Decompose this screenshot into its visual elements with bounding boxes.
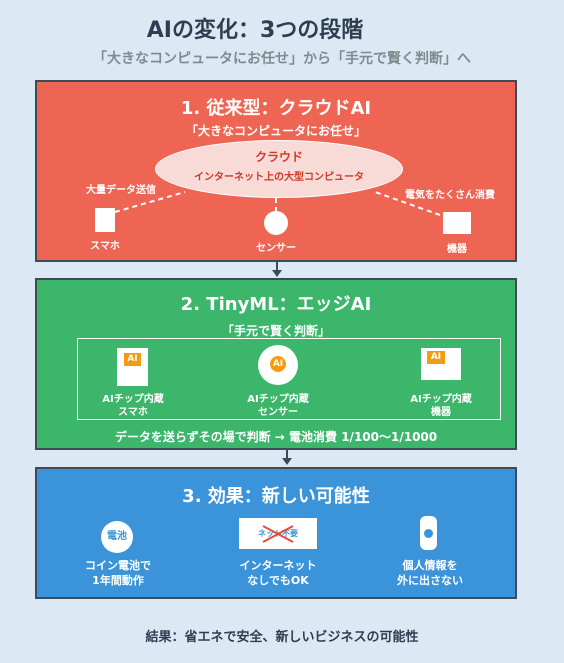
page-title: AIの変化：3つの段階 [146,18,364,43]
cloud-title: クラウド [254,150,303,164]
stage2-quote: 「手元で賢く判断」 [221,324,330,338]
ai-chip-icon: AI [270,356,286,372]
device-label-device: 機器 [447,244,467,255]
ai-chip-icon: AI [427,351,445,364]
ai-chip-icon: AI [124,353,141,366]
device-label-sensor: センサー [256,243,296,254]
right-note: 電気をたくさん消費 [405,190,495,201]
effect-label-network-line2: なしでもOK [247,574,309,587]
device-icon [443,212,471,234]
arrow-head-1 [272,270,282,277]
stage2-title: 2. TinyML：エッジAI [180,294,372,315]
effect-label-battery-line2: 1年間動作 [92,574,144,587]
edge-label-smartphone-line2: スマホ [118,407,148,418]
edge-label-device-line1: AIチップ内蔵 [410,394,472,405]
stage3-title: 3. 効果：新しい可能性 [182,486,370,507]
sensor-icon [264,211,288,235]
left-note: 大量データ送信 [86,185,156,196]
effect-label-battery-line1: コイン電池で [85,559,151,572]
cross-icon [262,525,294,543]
arrow-head-2 [282,458,292,465]
stage1-title: 1. 従来型：クラウドAI [180,98,372,119]
edge-label-device-line2: 機器 [431,407,451,418]
connector-device [374,191,441,216]
effect-label-privacy-line1: 個人情報を [402,559,458,572]
device-label-smartphone: スマホ [90,241,120,252]
lock-dot-icon [424,529,433,538]
footer-result: 結果：省エネで安全、新しいビジネスの可能性 [145,630,419,645]
cloud-ellipse [155,140,403,198]
connector-smartphone [114,191,186,213]
cloud-description: インターネット上の大型コンピュータ [194,172,364,183]
arrow-stage1-2 [276,262,278,272]
arrow-stage2-3 [286,450,288,460]
effect-label-privacy-line2: 外に出さない [397,574,463,587]
edge-label-smartphone-line1: AIチップ内蔵 [102,394,164,405]
edge-label-sensor-line2: センサー [258,407,298,418]
edge-label-sensor-line1: AIチップ内蔵 [247,394,309,405]
edge-devices-frame [77,338,501,420]
coin-battery-icon: 電池 [101,521,133,553]
page-subtitle: 「大きなコンピュータにお任せ」から「手元で賢く判断」へ [93,51,471,67]
stage1-quote: 「大きなコンピュータにお任せ」 [185,124,366,138]
stage2-summary: データを送らずその場で判断 → 電池消費 1/100〜1/1000 [114,430,438,444]
effect-label-network-line1: インターネット [239,559,317,572]
smartphone-icon [95,208,115,232]
